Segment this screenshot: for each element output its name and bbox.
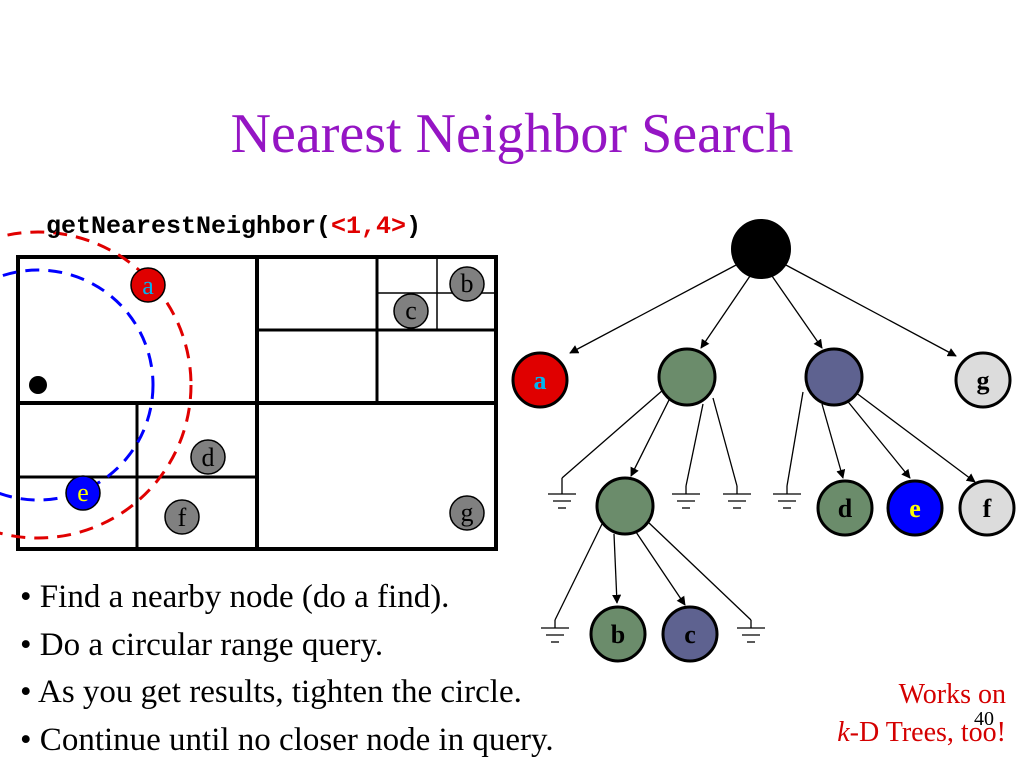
tree-node-f-label: f: [983, 494, 992, 523]
null-pointer-icon: [541, 620, 569, 643]
tree-node-a: a: [511, 351, 569, 409]
grid-point-f: f: [164, 499, 200, 535]
edge-green2-b: [612, 533, 622, 604]
tree-node-b-label: b: [611, 620, 625, 649]
grid-points: a b c d e f g: [65, 266, 485, 535]
grid-point-g-circle: [449, 495, 485, 531]
tree-node-e: e: [886, 479, 944, 537]
edge-green2-c: [635, 531, 686, 606]
side-note-line2-rest: -D Trees, too!: [849, 717, 1006, 748]
grid-point-c-circle: [393, 293, 429, 329]
grid-point-g-label: g: [461, 498, 474, 527]
edge-root-green: [700, 275, 751, 349]
tree-node-slate: [804, 347, 864, 407]
tree-node-g-label: g: [977, 366, 990, 395]
grid-point-d-circle: [190, 439, 226, 475]
side-note-line2: k-D Trees, too!: [776, 714, 1006, 752]
tree-node-c: c: [661, 605, 719, 663]
tree-node-d: d: [816, 479, 874, 537]
function-name: getNearestNeighbor(: [46, 212, 332, 241]
edge-green-green2: [630, 395, 672, 477]
tree-edges: [554, 263, 976, 621]
search-circle-red: [0, 230, 193, 540]
tree-node-d-label: d: [838, 494, 853, 523]
grid-point-b: b: [449, 266, 485, 302]
tree-node-b: b: [589, 605, 647, 663]
null-pointer-icon: [723, 486, 751, 509]
grid-point-d-label: d: [202, 443, 215, 472]
tree-node-green: [657, 347, 717, 407]
tree-nodes: a g d e f b c: [511, 219, 1016, 663]
null-pointers: [541, 478, 801, 643]
edge-green-null3: [712, 397, 738, 487]
side-note-line1: Works on: [898, 679, 1006, 710]
edge-green-null1: [561, 389, 664, 479]
grid-point-e: e: [65, 475, 101, 511]
tree-node-c-label: c: [684, 620, 696, 649]
grid-point-f-label: f: [178, 503, 187, 532]
tree-node-g: g: [954, 351, 1012, 409]
bullet-item: • Do a circular range query.: [20, 626, 384, 663]
tree-node-d-circle: [816, 479, 874, 537]
grid-point-g: g: [449, 495, 485, 531]
grid-point-a-circle: [130, 267, 166, 303]
grid-point-a: a: [130, 267, 166, 303]
edge-green-null2: [685, 403, 704, 487]
null-pointer-icon: [672, 486, 700, 509]
tree-node-e-label: e: [909, 494, 921, 523]
query-point-argument: <1,4>: [331, 212, 407, 241]
function-call: getNearestNeighbor(<1,4>): [46, 212, 421, 241]
grid-point-e-label: e: [77, 478, 89, 507]
edge-slate-null: [786, 391, 804, 487]
tree-node-a-label: a: [534, 366, 547, 395]
grid-point-e-circle: [65, 475, 101, 511]
edge-root-g: [783, 263, 957, 357]
grid-point-a-label: a: [142, 271, 154, 300]
bullet-list: • Find a nearby node (do a find). • Do a…: [20, 574, 554, 764]
bullet-item: • Continue until no closer node in query…: [20, 721, 554, 758]
null-pointer-icon: [737, 620, 765, 643]
spatial-grid: [16, 255, 498, 551]
tree-node-b-circle: [589, 605, 647, 663]
null-pointer-icon: [548, 478, 576, 509]
side-note-k: k: [837, 717, 850, 748]
bullet-item: • As you get results, tighten the circle…: [20, 674, 522, 710]
tree-node-e-circle: [886, 479, 944, 537]
function-close-paren: ): [406, 212, 422, 241]
bullet-item: • Find a nearby node (do a find).: [20, 579, 450, 615]
side-note: Works on k-D Trees, too!: [776, 676, 1006, 752]
edge-slate-e: [844, 397, 911, 479]
edge-slate-f: [854, 391, 976, 483]
tree-node-root: [731, 219, 791, 279]
grid-point-c: c: [393, 293, 429, 329]
tree-node-a-circle: [511, 351, 569, 409]
page-number: 40: [974, 708, 994, 730]
edge-green2-null1: [554, 521, 604, 621]
edge-root-slate: [771, 275, 823, 349]
tree-node-green-child: [595, 476, 655, 536]
grid-point-d: d: [190, 439, 226, 475]
grid-point-b-label: b: [461, 269, 474, 298]
grid-point-b-circle: [449, 266, 485, 302]
query-point-dot: [29, 376, 47, 394]
grid-point-c-label: c: [405, 296, 417, 325]
search-circle-blue: [0, 268, 155, 502]
edge-slate-d: [821, 403, 846, 479]
edge-root-a: [569, 263, 739, 354]
tree-node-f-circle: [958, 479, 1016, 537]
edge-green2-null2: [647, 521, 752, 621]
slide-title: Nearest Neighbor Search: [230, 103, 794, 165]
tree-node-g-circle: [954, 351, 1012, 409]
grid-point-f-circle: [164, 499, 200, 535]
null-pointer-icon: [773, 486, 801, 509]
tree-node-f: f: [958, 479, 1016, 537]
tree-node-c-circle: [661, 605, 719, 663]
